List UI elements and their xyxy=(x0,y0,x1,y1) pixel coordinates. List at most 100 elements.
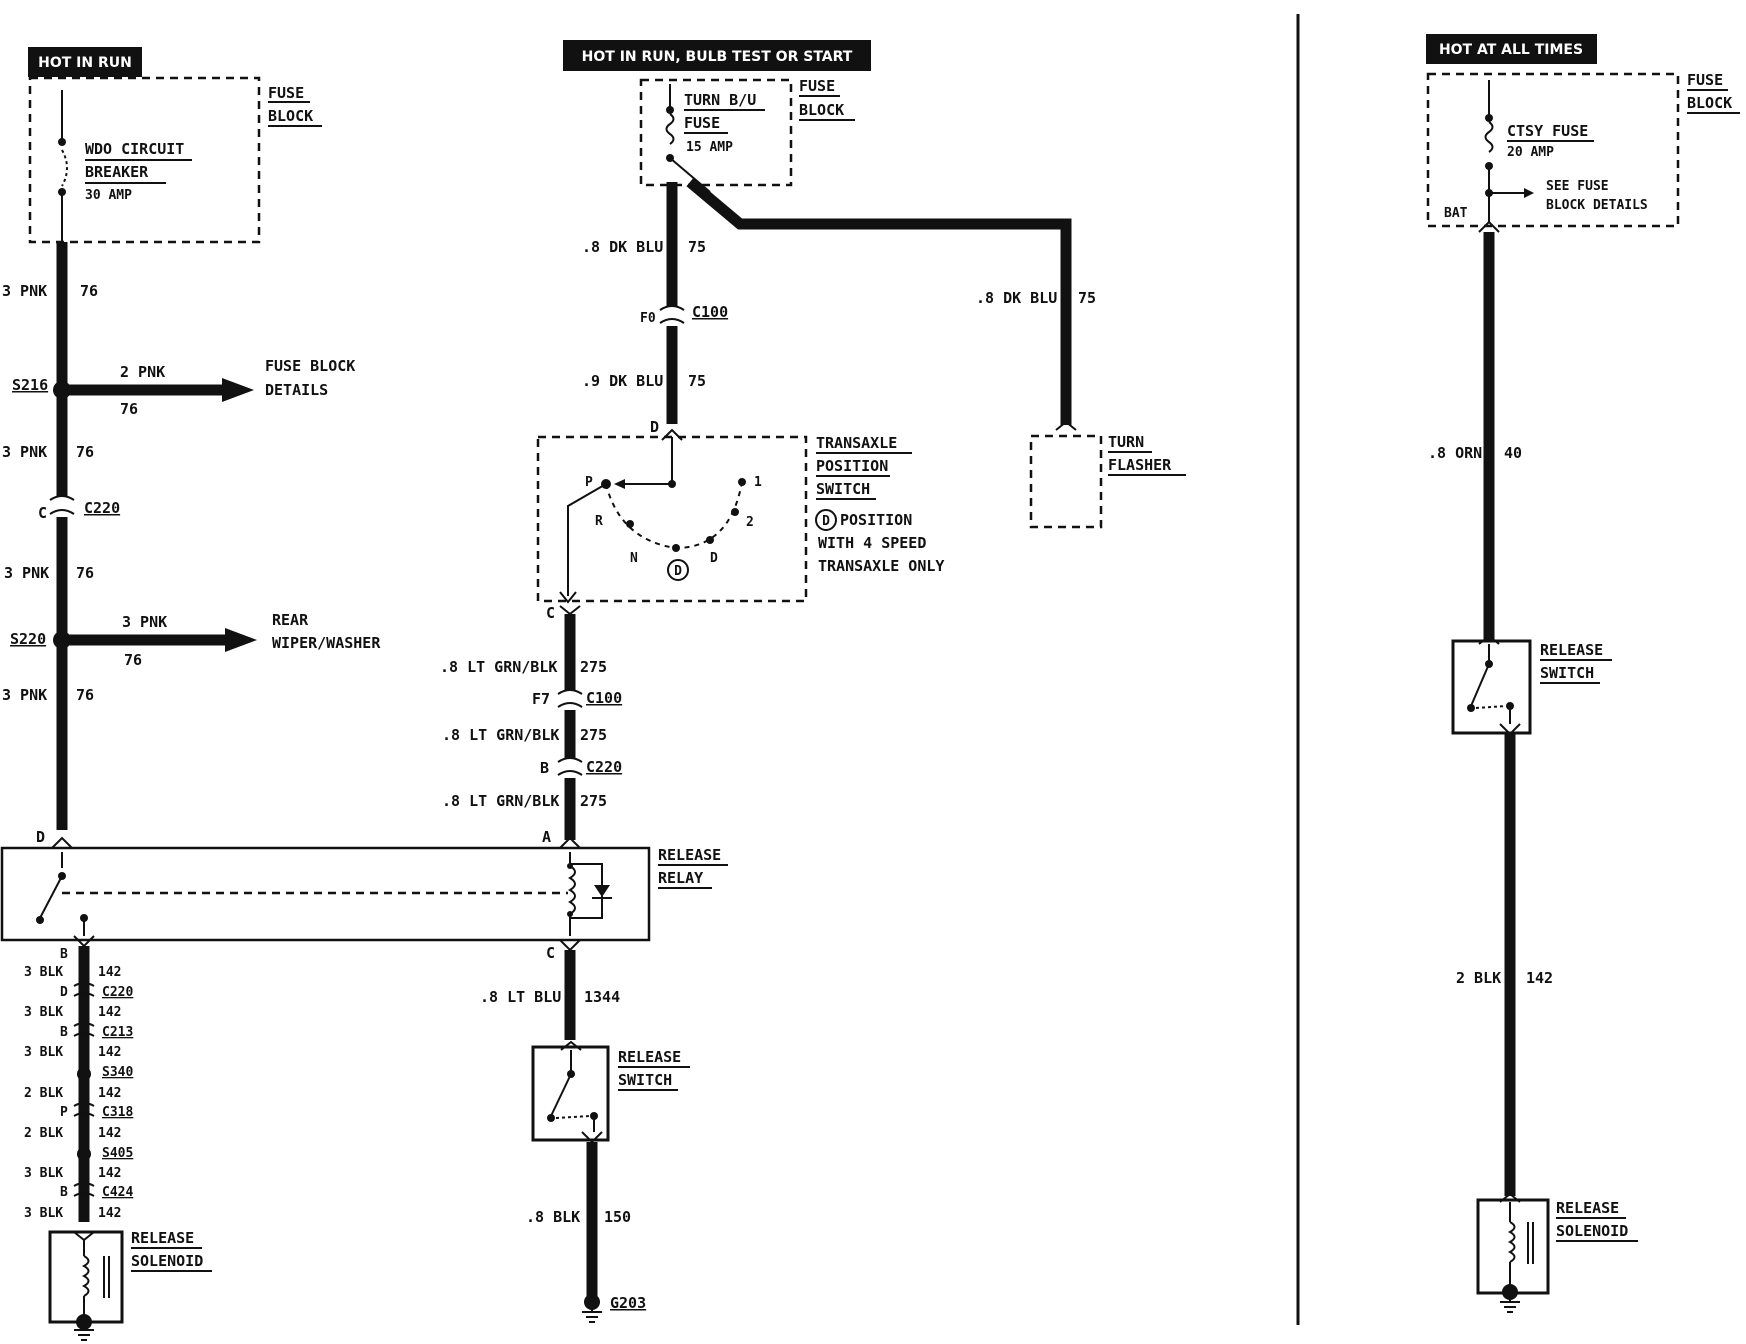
banner-hot-in-run-bulb xyxy=(563,40,871,71)
tps-label-2: POSITION xyxy=(816,457,888,475)
banner-hot-at-all-times xyxy=(1426,34,1597,64)
relay-pin-d: D xyxy=(36,828,45,846)
w2-gauge: 3 PNK xyxy=(2,443,47,461)
mid-w7-circuit: 150 xyxy=(604,1208,631,1226)
connector-c100-b xyxy=(557,689,583,708)
chain-1-conn: C213 xyxy=(102,1025,133,1040)
mid-w6-gauge: .8 LT BLU xyxy=(480,988,561,1006)
turn-bu-fuse-icon xyxy=(665,84,675,162)
s220-dest-2: WIPER/WASHER xyxy=(272,634,381,652)
relay-pin-c: C xyxy=(546,944,555,962)
chain-3-gauge: 2 BLK xyxy=(24,1086,63,1101)
chain-4-gauge: 2 BLK xyxy=(24,1126,63,1141)
middle-fuse-amp: 15 AMP xyxy=(686,140,733,155)
tps-note-3: TRANSAXLE ONLY xyxy=(818,557,944,575)
s220-dest-1: REAR xyxy=(272,611,309,629)
banner-hot-in-run-text: HOT IN RUN xyxy=(38,55,132,71)
w3-gauge: 3 PNK xyxy=(4,564,49,582)
release-relay: RELEASE RELAY xyxy=(0,846,728,942)
relay-pin-a: A xyxy=(542,828,551,846)
mid-c100-label: C100 xyxy=(692,303,728,321)
mid-c100b-label: C100 xyxy=(586,689,622,707)
tps-label-3: SWITCH xyxy=(816,480,870,498)
relay-label-2: RELAY xyxy=(658,869,703,887)
w3-circuit: 76 xyxy=(76,564,94,582)
s220-circuit: 76 xyxy=(124,651,142,669)
breaker-amp: 30 AMP xyxy=(85,188,132,203)
middle-fuse-block-box xyxy=(639,78,793,187)
relay-label-1: RELEASE xyxy=(658,846,721,864)
arrow-s216 xyxy=(222,378,254,402)
release-switch-icon xyxy=(550,1073,572,1117)
fuse-block-label-1: FUSE xyxy=(268,84,304,102)
ctsy-fuse-icon xyxy=(1484,80,1534,222)
arrow-s220 xyxy=(225,628,257,652)
right-release-switch-icon xyxy=(1470,663,1490,707)
ground-g203-label: G203 xyxy=(610,1294,646,1312)
chain-2-circuit: 142 xyxy=(98,1045,121,1060)
flasher-label-2: FLASHER xyxy=(1108,456,1172,474)
right-circuit: HOT AT ALL TIMES FUSE BLOCK CTSY FUSE 20… xyxy=(1426,34,1740,1313)
mid-w2-gauge: .9 DK BLU xyxy=(582,372,663,390)
w1-gauge: 3 PNK xyxy=(2,282,47,300)
tps-pos-2: 2 xyxy=(746,515,754,530)
chain-3-circuit: 142 xyxy=(98,1086,121,1101)
mid-c220-pin: B xyxy=(540,759,549,777)
tps-note-circle: D xyxy=(822,514,830,529)
mid-c100b-pin: F7 xyxy=(532,690,550,708)
chain-3-pin: P xyxy=(60,1105,68,1120)
right-w2-gauge: 2 BLK xyxy=(1456,969,1501,987)
right-solenoid-label-2: SOLENOID xyxy=(1556,1222,1628,1240)
s220-label: S220 xyxy=(10,630,46,648)
middle-fuse-label-1: TURN B/U xyxy=(684,91,756,109)
right-switch-label-1: RELEASE xyxy=(1540,641,1603,659)
fuse-block-label-2: BLOCK xyxy=(268,107,313,125)
chain-6-gauge: 3 BLK xyxy=(24,1206,63,1221)
ctsy-fuse-label: CTSY FUSE xyxy=(1507,122,1588,140)
s216-dest-1: FUSE BLOCK xyxy=(265,357,355,375)
chain-1-pin: B xyxy=(60,1025,68,1040)
tps-pos-n: N xyxy=(630,551,638,566)
left-solenoid-coil-icon xyxy=(81,1255,90,1297)
chain-4-conn: S405 xyxy=(102,1146,133,1161)
s216-label: S216 xyxy=(12,376,48,394)
release-switch-label-2: SWITCH xyxy=(618,1071,672,1089)
tps-note-2: WITH 4 SPEED xyxy=(818,534,926,552)
turn-flasher-box xyxy=(1029,434,1103,529)
w4-gauge: 3 PNK xyxy=(2,686,47,704)
banner-hot-at-all-times-text: HOT AT ALL TIMES xyxy=(1439,42,1583,58)
tps-pin-d: D xyxy=(650,418,659,436)
connector-c100 xyxy=(659,305,685,324)
flasher-label-1: TURN xyxy=(1108,433,1144,451)
breaker-label-1: WDO CIRCUIT xyxy=(85,140,184,158)
chain-5-pin: B xyxy=(60,1185,68,1200)
left-circuit: HOT IN RUN FUSE BLOCK WDO CIRCUIT BREAKE… xyxy=(2,47,381,849)
relay-box xyxy=(0,846,651,942)
mid-w5-gauge: .8 LT GRN/BLK xyxy=(442,792,559,810)
see-fuse-2: BLOCK DETAILS xyxy=(1546,198,1648,213)
chain-2-conn: S340 xyxy=(102,1065,133,1080)
chain-1-circuit: 142 xyxy=(98,1005,121,1020)
chain-5-conn: C424 xyxy=(102,1185,133,1200)
mid-w6-circuit: 1344 xyxy=(584,988,620,1006)
right-w2-circuit: 142 xyxy=(1526,969,1553,987)
tps-arc xyxy=(605,481,743,550)
c220-pin: C xyxy=(38,504,47,522)
right-fuse-block-box xyxy=(1426,72,1680,228)
c220-label: C220 xyxy=(84,499,120,517)
left-solenoid-label-2: SOLENOID xyxy=(131,1252,203,1270)
tps-note-1: POSITION xyxy=(840,511,912,529)
right-w1-circuit: 40 xyxy=(1504,444,1522,462)
middle-fuse-block-label-2: BLOCK xyxy=(799,101,844,119)
chain-5-gauge: 3 BLK xyxy=(24,1166,63,1181)
middle-fuse-label-2: FUSE xyxy=(684,114,720,132)
mid-w3-circuit: 275 xyxy=(580,658,607,676)
tps-label-1: TRANSAXLE xyxy=(816,434,897,452)
chain-0-conn: C220 xyxy=(102,985,133,1000)
w1-circuit: 76 xyxy=(80,282,98,300)
right-solenoid-box xyxy=(1476,1198,1550,1295)
s216-circuit: 76 xyxy=(120,400,138,418)
middle-fuse-block-label-1: FUSE xyxy=(799,77,835,95)
right-fuse-block-label-1: FUSE xyxy=(1687,71,1723,89)
diode-icon xyxy=(594,885,610,897)
